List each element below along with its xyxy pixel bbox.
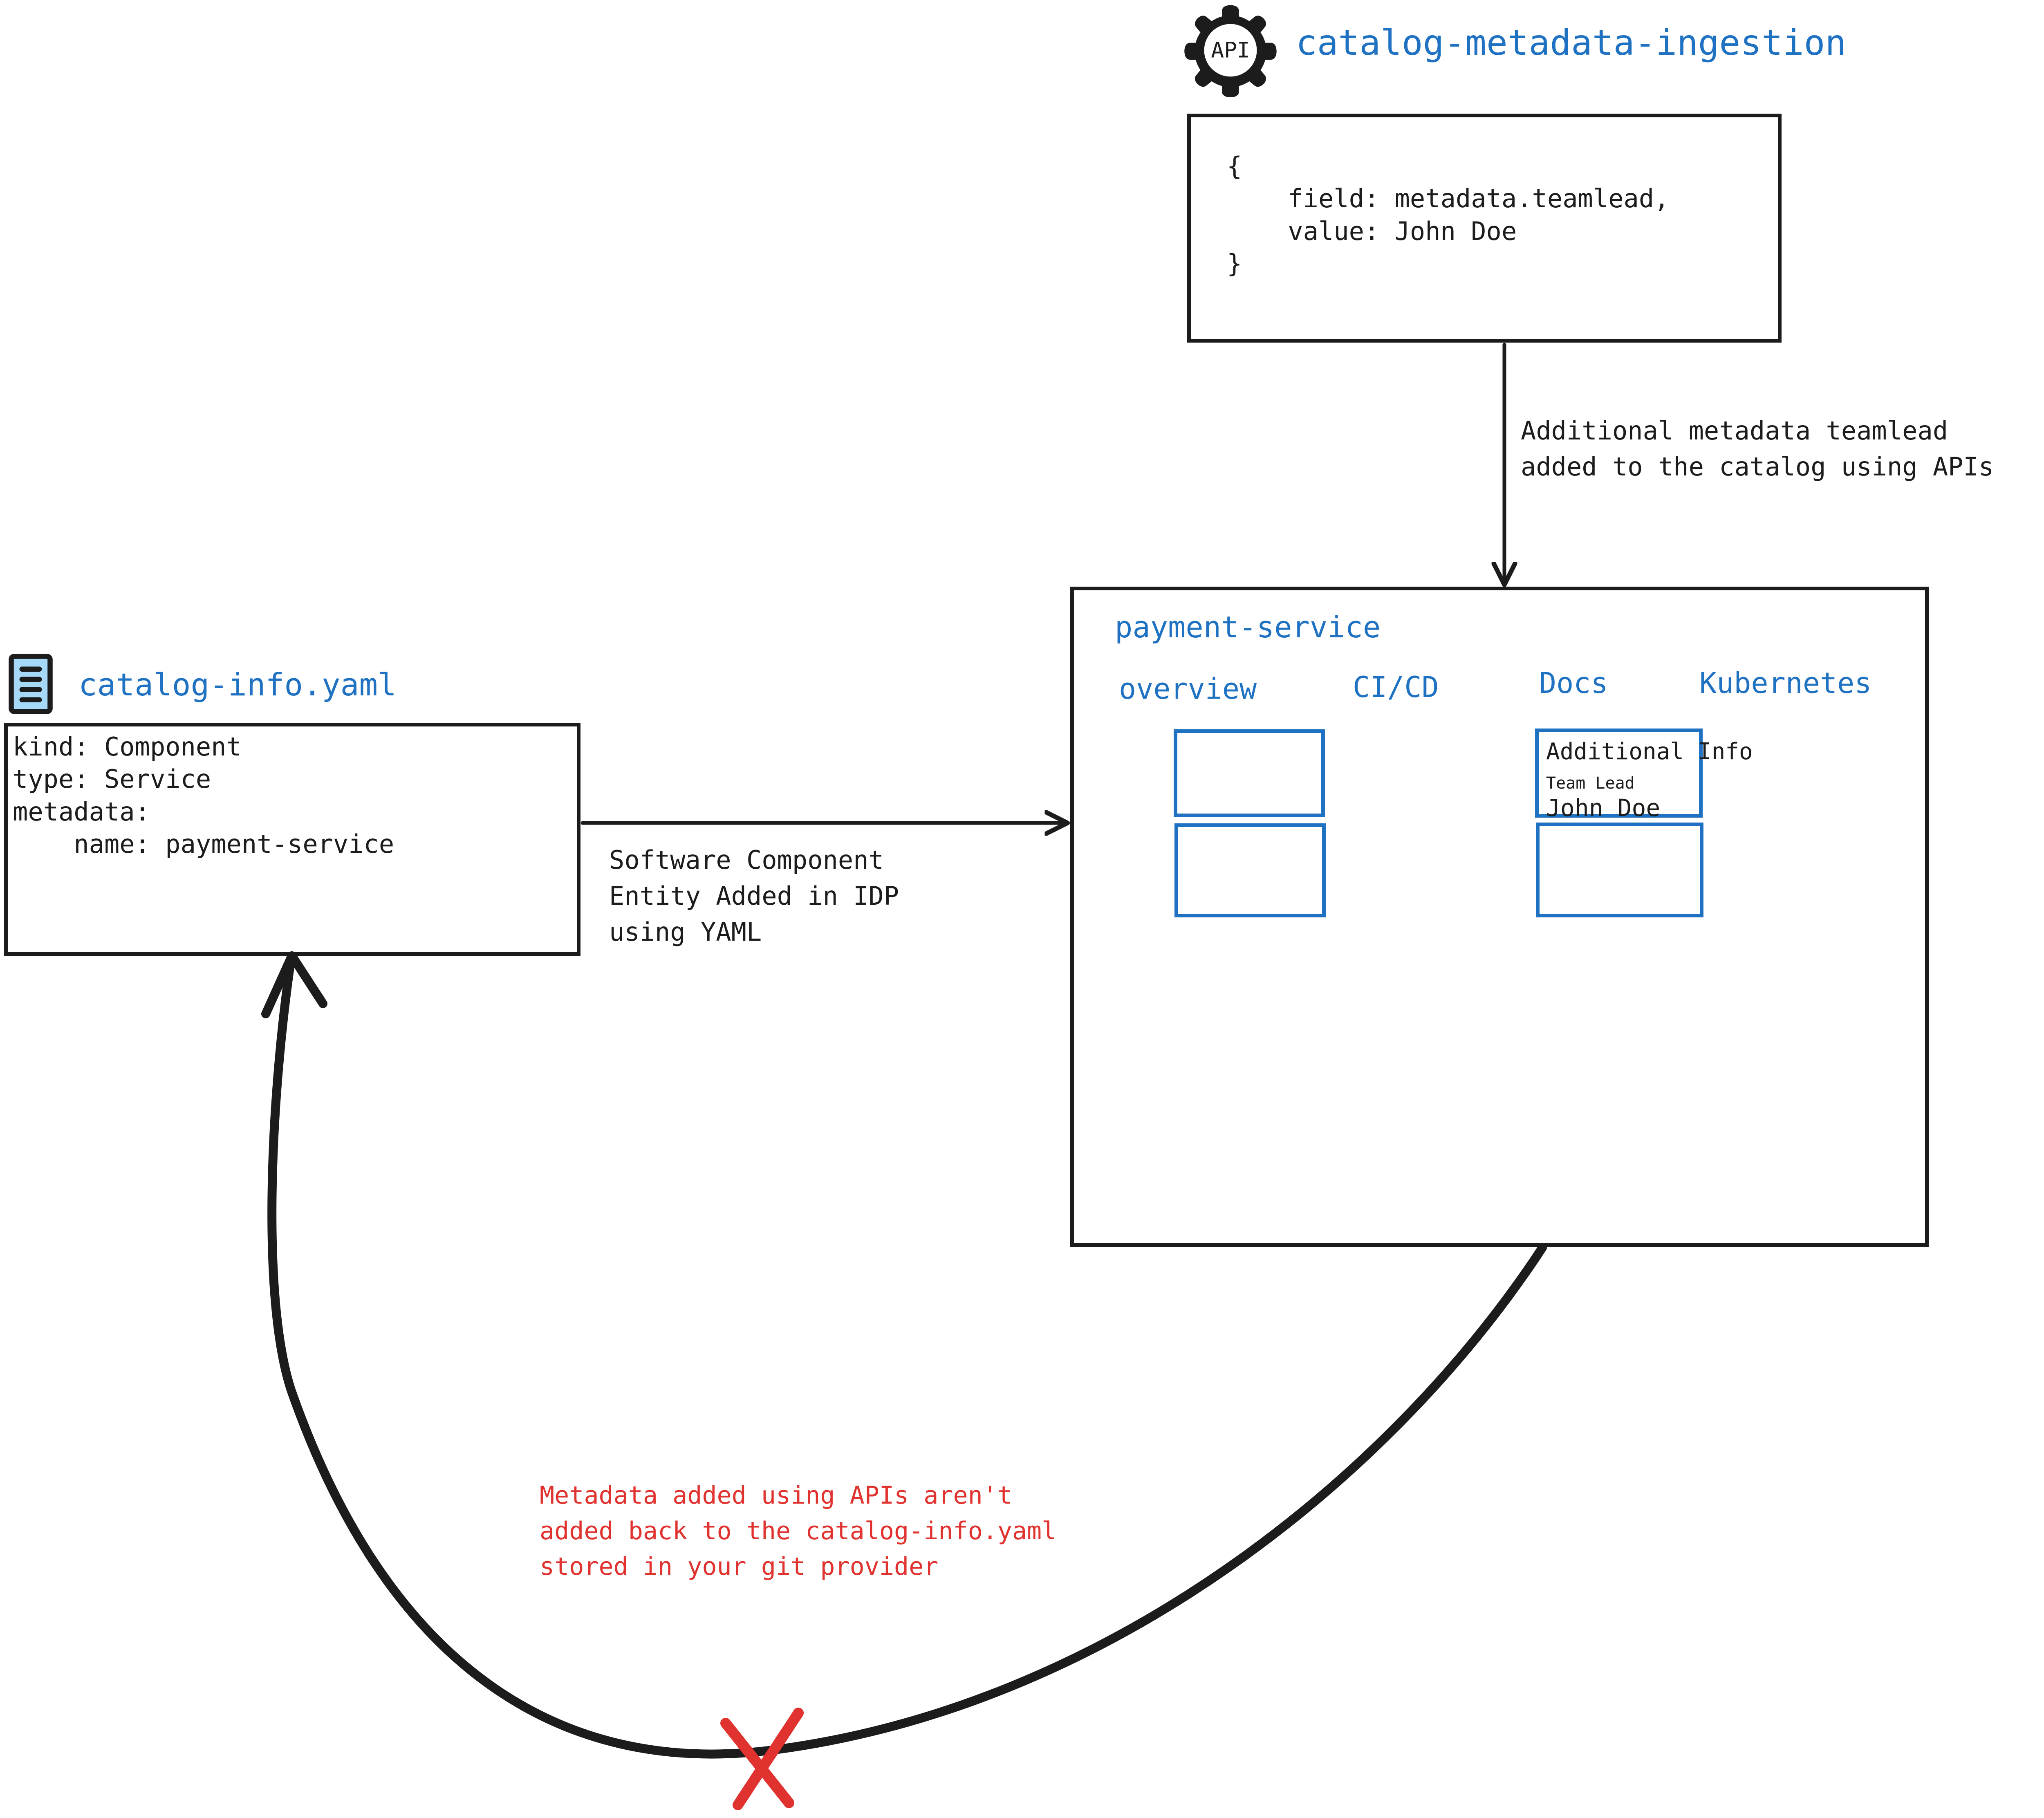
svg-text:API: API [1211,38,1250,63]
bottom-right-card[interactable] [1536,823,1703,917]
bottom-left-card[interactable] [1174,823,1326,917]
yaml-content-box: kind: Component type: Service metadata: … [4,723,580,956]
api-payload-text: { field: metadata.teamlead, value: John … [1227,151,1670,279]
panel-title: payment-service [1115,610,1381,644]
yaml-file-icon [8,653,53,716]
tab-cicd[interactable]: CI/CD [1353,670,1439,704]
yaml-node-title: catalog-info.yaml [78,666,397,703]
warning-text: Metadata added using APIs aren't added b… [540,1481,1057,1581]
api-gear-icon: API [1183,3,1278,99]
api-node-title: catalog-metadata-ingestion [1296,22,1847,63]
team-lead-label: Team Lead [1546,774,1635,793]
payment-service-panel: payment-service overview CI/CD Docs Kube… [1070,587,1929,1247]
yaml-to-panel-edge-label: Software Component Entity Added in IDP u… [609,845,899,947]
tab-kubernetes[interactable]: Kubernetes [1699,666,1872,700]
api-to-panel-edge-label: Additional metadata teamlead added to th… [1521,416,1994,482]
tab-docs[interactable]: Docs [1539,666,1608,700]
yaml-file-icon-svg [9,654,53,714]
yaml-content-text: kind: Component type: Service metadata: … [13,732,394,859]
additional-info-title: Additional Info [1546,738,1753,765]
red-x-stroke-2 [733,1708,804,1810]
api-gear-svg: API [1184,5,1277,97]
overview-card[interactable] [1174,729,1325,817]
api-payload-box: { field: metadata.teamlead, value: John … [1187,114,1782,343]
team-lead-value: John Doe [1546,794,1661,822]
tab-overview[interactable]: overview [1119,672,1257,706]
panel-to-yaml-arrowhead [261,951,327,1018]
red-x-stroke-1 [720,1718,794,1808]
additional-info-card[interactable]: Additional Info Team Lead John Doe [1535,729,1753,822]
